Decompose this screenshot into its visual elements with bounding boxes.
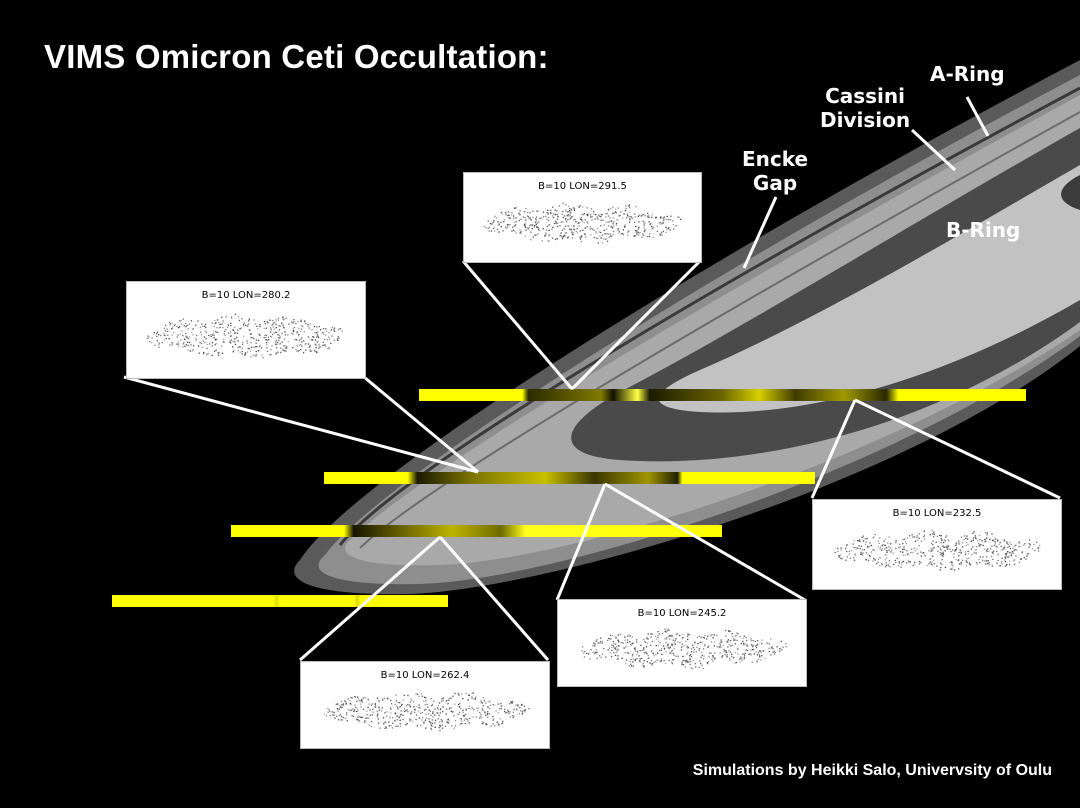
simulation-panel-label: B=10 LON=232.5 [892, 508, 982, 519]
simulation-panel-lon-291-5: B=10 LON=291.5 [463, 172, 702, 263]
occultation-track-2 [324, 472, 815, 484]
cassini-division-label: Cassini Division [820, 84, 911, 132]
particle-simulation-image [323, 692, 530, 732]
simulation-panel-lon-280-2: B=10 LON=280.2 [126, 281, 366, 379]
simulation-panel-label: B=10 LON=280.2 [201, 290, 291, 301]
particle-simulation-image [146, 313, 343, 359]
simulation-panel-lon-245-2: B=10 LON=245.2 [557, 599, 807, 687]
simulation-panel-lon-262-4: B=10 LON=262.4 [300, 661, 550, 749]
page-title: VIMS Omicron Ceti Occultation: [44, 38, 549, 75]
b-ring-label: B-Ring [946, 218, 1021, 242]
cassini-pointer [910, 128, 957, 172]
label-pointers [123, 96, 1061, 662]
encke-pointer [742, 196, 778, 269]
encke-gap-label: Encke Gap [742, 147, 809, 195]
simulation-panel-lon-232-5: B=10 LON=232.5 [812, 499, 1062, 590]
a-ring-label: A-Ring [930, 62, 1005, 86]
particle-simulation-image [483, 202, 682, 244]
occultation-track-1 [419, 389, 1026, 401]
particle-simulation-image [834, 530, 1041, 571]
occultation-track-3 [231, 525, 722, 537]
occultation-track-4 [112, 595, 448, 607]
credit-text: Simulations by Heikki Salo, Univervsity … [692, 762, 1052, 779]
saturn-rings [294, 60, 1080, 595]
simulation-panel-label: B=10 LON=291.5 [538, 181, 627, 192]
simulation-panel-label: B=10 LON=262.4 [380, 670, 470, 681]
a-ring-pointer [965, 96, 990, 137]
occultation-tracks [112, 389, 1026, 607]
simulation-panel-label: B=10 LON=245.2 [637, 608, 727, 619]
particle-simulation-image [581, 628, 787, 670]
